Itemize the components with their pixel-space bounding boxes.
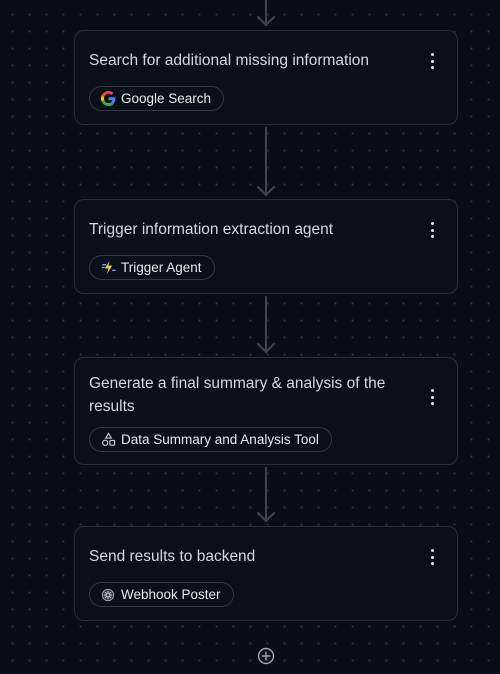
google-g-icon bbox=[100, 91, 116, 107]
more-options-button[interactable] bbox=[425, 548, 439, 566]
step-title: Trigger information extraction agent bbox=[89, 221, 334, 238]
connector-arrow-3 bbox=[257, 467, 275, 522]
step-card-search[interactable]: Search for additional missing informatio… bbox=[74, 30, 458, 125]
tool-chip-label: Google Search bbox=[121, 91, 212, 106]
webhook-gear-icon bbox=[100, 587, 116, 603]
tool-chip-data-summary[interactable]: Data Summary and Analysis Tool bbox=[89, 427, 332, 452]
add-step-button[interactable] bbox=[257, 647, 275, 665]
step-card-trigger-agent[interactable]: Trigger information extraction agent Tri… bbox=[74, 199, 458, 294]
plus-circle-icon bbox=[257, 647, 275, 665]
more-options-button[interactable] bbox=[425, 221, 439, 239]
step-card-summary-analysis[interactable]: Generate a final summary & analysis of t… bbox=[74, 357, 458, 465]
more-options-button[interactable] bbox=[425, 52, 439, 70]
tool-chip-trigger-agent[interactable]: Trigger Agent bbox=[89, 255, 215, 280]
step-card-send-backend[interactable]: Send results to backend Webhook Poster bbox=[74, 526, 458, 621]
tool-chip-label: Webhook Poster bbox=[121, 587, 221, 602]
shapes-icon bbox=[100, 432, 116, 448]
step-title: Generate a final summary & analysis of t… bbox=[89, 375, 386, 415]
connector-arrow-1 bbox=[257, 127, 275, 196]
tool-chip-label: Trigger Agent bbox=[121, 260, 202, 275]
connector-arrow-2 bbox=[257, 296, 275, 353]
tool-chip-label: Data Summary and Analysis Tool bbox=[121, 432, 319, 447]
spark-trigger-icon bbox=[100, 260, 116, 276]
step-title: Search for additional missing informatio… bbox=[89, 52, 369, 69]
tool-chip-webhook-poster[interactable]: Webhook Poster bbox=[89, 582, 234, 607]
tool-chip-google-search[interactable]: Google Search bbox=[89, 86, 225, 111]
connector-arrow-top bbox=[257, 0, 275, 26]
more-options-button[interactable] bbox=[425, 388, 439, 406]
step-title: Send results to backend bbox=[89, 548, 256, 565]
